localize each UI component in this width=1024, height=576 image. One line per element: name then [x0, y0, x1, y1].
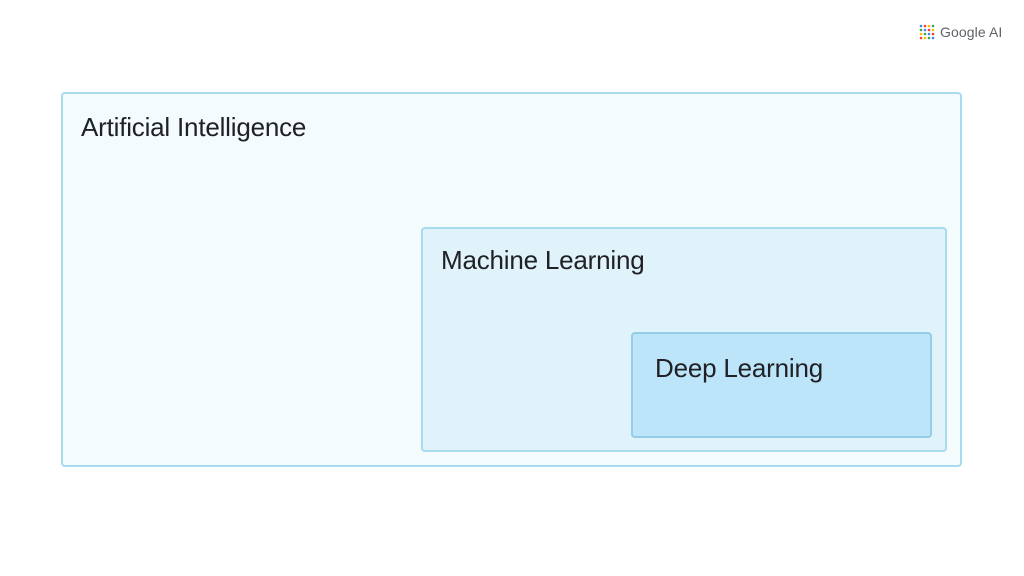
artificial-intelligence-label: Artificial Intelligence — [81, 112, 307, 142]
google-ai-dots-icon — [919, 24, 935, 40]
deep-learning-box: Deep Learning — [631, 332, 932, 438]
logo-text: Google AI — [940, 24, 1003, 40]
deep-learning-label: Deep Learning — [655, 353, 823, 383]
machine-learning-label: Machine Learning — [441, 245, 645, 275]
google-ai-logo: Google AI — [919, 24, 1002, 40]
